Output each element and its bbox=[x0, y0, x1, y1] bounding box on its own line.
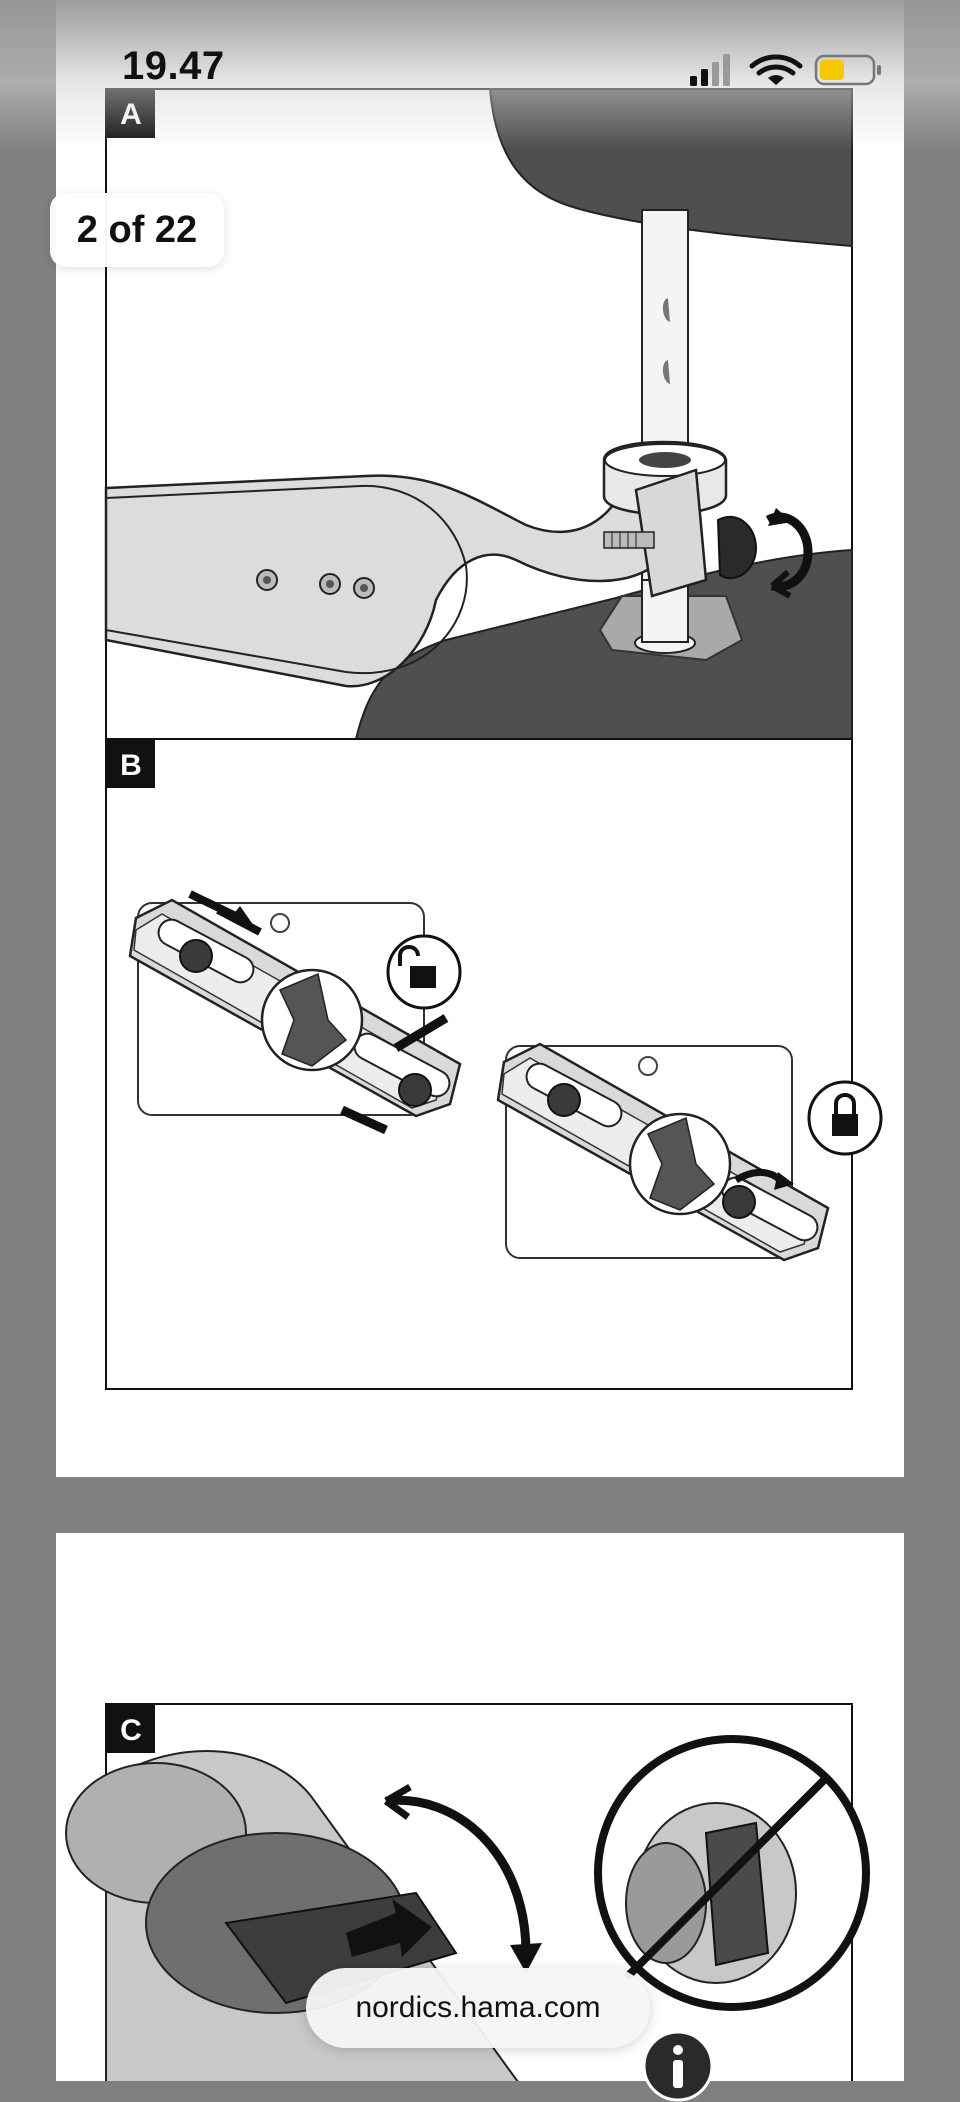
status-time: 19.47 bbox=[122, 44, 225, 88]
panel-b: B bbox=[105, 738, 883, 1390]
panel-c-label: C bbox=[120, 1714, 142, 1747]
url-bar[interactable]: nordics.hama.com bbox=[306, 1968, 650, 2048]
info-icon bbox=[642, 2030, 714, 2102]
page-1-illustrations: A B bbox=[104, 88, 883, 1390]
cellular-signal-icon bbox=[690, 54, 730, 86]
manual-page-1: A B bbox=[56, 0, 904, 1477]
holder-unlocked bbox=[128, 890, 462, 1135]
manual-page-2: C bbox=[56, 1533, 904, 2102]
page-counter: 2 of 22 bbox=[50, 193, 224, 267]
battery-icon bbox=[814, 54, 881, 86]
panel-b-label: B bbox=[120, 749, 142, 782]
status-icons bbox=[690, 54, 881, 86]
battery-level bbox=[820, 60, 844, 80]
info-button[interactable] bbox=[642, 2030, 714, 2102]
wifi-icon bbox=[749, 54, 803, 85]
panel-a-label: A bbox=[120, 98, 142, 131]
panel-a: A bbox=[104, 88, 853, 740]
holder-locked bbox=[496, 1042, 883, 1262]
